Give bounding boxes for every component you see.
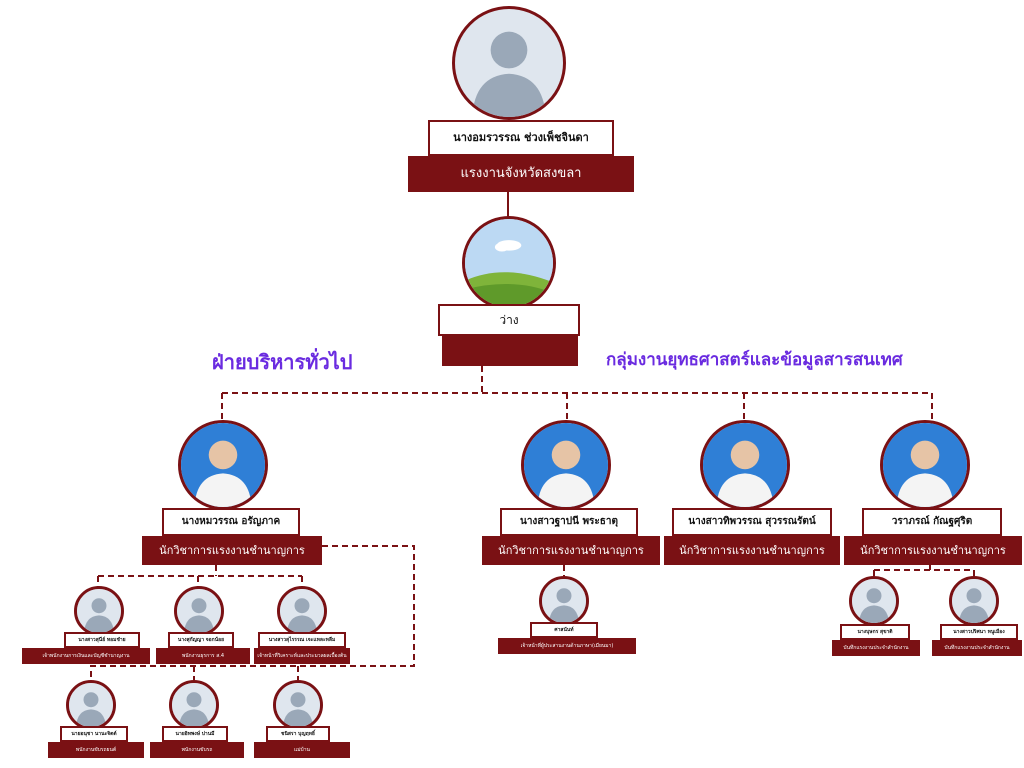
deputy-title [442, 336, 578, 366]
officer-name: วราภรณ์ กัณฐศุริต [862, 508, 1002, 536]
staff-name: นายอิทพงษ์ ปานมี [162, 726, 228, 742]
staff-title: แม่บ้าน [254, 742, 350, 758]
staff-title: พนักงานขับรถ [150, 742, 244, 758]
officer-title: นักวิชาการแรงงานชำนาญการ [482, 536, 660, 565]
staff-name: นายอนุชา นานะจิตต์ [60, 726, 128, 742]
staff-title: เจ้าหน้าที่ผู้ประสานงานด้านภาษา(เมียนมา) [498, 638, 636, 654]
staff-name: นางสุกัญญา จอกน้อย [168, 632, 234, 648]
staff-photo [273, 680, 323, 730]
deputy-name: ว่าง [438, 304, 580, 336]
officer-name: นางสาวทิพวรรณ สุวรรณรัตน์ [672, 508, 832, 536]
staff-photo [539, 576, 589, 626]
officer-photo [880, 420, 970, 510]
staff-title: พนักงานขับรถยนต์ [48, 742, 144, 758]
staff-title: เจ้าพนักงานการเงินและบัญชีชำนาญงาน [22, 648, 150, 664]
staff-photo [169, 680, 219, 730]
officer-photo [521, 420, 611, 510]
staff-photo [66, 680, 116, 730]
chief-title: แรงงานจังหวัดสงขลา [408, 156, 634, 192]
staff-photo [849, 576, 899, 626]
heading-strategy-info: กลุ่มงานยุทธศาสตร์และข้อมูลสารสนเทศ [606, 350, 903, 370]
officer-title: นักวิชาการแรงงานชำนาญการ [142, 536, 322, 565]
staff-title: บันทึกแรงงานประจำสำนักงาน [832, 640, 920, 656]
officer-photo [178, 420, 268, 510]
officer-name: นางสาวฐาปนี พระธาตุ [500, 508, 638, 536]
heading-general-admin: ฝ่ายบริหารทั่วไป [212, 350, 353, 374]
staff-title: เจ้าหน้าที่วิเคราะห์และประมวลผลเบื้องต้น [254, 648, 350, 664]
staff-name: นางสาวสุไรรรณ เจะแหละหลีม [258, 632, 346, 648]
staff-name: นางสาวปริศนา หนูเมือง [940, 624, 1018, 640]
staff-title: พนักงานธุรการ ส.4 [156, 648, 250, 664]
staff-photo [949, 576, 999, 626]
staff-title: บันทึกแรงงานประจำสำนักงาน [932, 640, 1022, 656]
officer-title: นักวิชาการแรงงานชำนาญการ [664, 536, 840, 565]
staff-name: ชนิสรา บุญฤทธิ์ [266, 726, 330, 742]
chief-photo [452, 6, 566, 120]
staff-photo [277, 586, 327, 636]
officer-name: นางหมวรรณ อรัญภาค [162, 508, 300, 536]
officer-title: นักวิชาการแรงงานชำนาญการ [844, 536, 1022, 565]
officer-photo [700, 420, 790, 510]
vacant-photo-placeholder [462, 216, 556, 310]
staff-name: นางสาวสุนีย์ หอมชำย [64, 632, 140, 648]
chief-name: นางอมรวรรณ ช่วงเพ็ชจินดา [428, 120, 614, 156]
staff-photo [74, 586, 124, 636]
staff-name: นางบุษกร สุขาติ [840, 624, 910, 640]
staff-photo [174, 586, 224, 636]
staff-name: ศาสนันท์ [530, 622, 598, 638]
